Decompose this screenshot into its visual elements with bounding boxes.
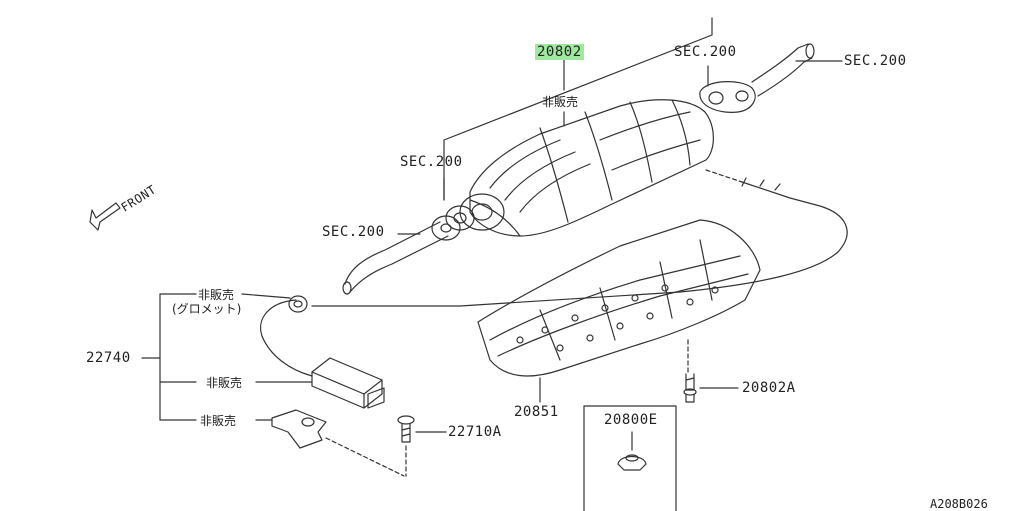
exhaust-pipe-front (342, 215, 461, 295)
part-number-22740[interactable]: 22740 (86, 350, 131, 366)
screw-22710a (397, 415, 447, 477)
part-number-20802a[interactable]: 20802A (742, 380, 796, 396)
part-number-22710a[interactable]: 22710A (448, 424, 502, 440)
heat-insulator (477, 219, 761, 377)
outlet-gasket (699, 81, 756, 113)
not-sold-label-grommet: 非販売 (198, 288, 235, 302)
bracket (271, 409, 405, 477)
section-ref-pipe-left[interactable]: SEC.200 (322, 224, 385, 240)
diagram-code: A208B026 (930, 497, 988, 511)
catalytic-converter (469, 99, 714, 237)
not-sold-label-top: 非販売 (542, 95, 579, 109)
part-number-20800e[interactable]: 20800E (604, 412, 658, 428)
front-arrow-icon (89, 202, 121, 231)
left-leader-lines (141, 293, 541, 421)
not-sold-label-bracket: 非販売 (200, 414, 237, 428)
assembly-bracket-lines (397, 17, 843, 235)
section-ref-top-right[interactable]: SEC.200 (844, 53, 907, 69)
clip-20800e-box (583, 405, 677, 511)
bolt-20802a (683, 339, 739, 403)
sensor-connector (311, 357, 385, 409)
exhaust-pipe-rear (751, 43, 815, 97)
not-sold-label-sensor: 非販売 (206, 376, 243, 390)
o2-sensor-harness (260, 169, 848, 377)
section-ref-mid[interactable]: SEC.200 (400, 154, 463, 170)
part-number-20851[interactable]: 20851 (514, 404, 559, 420)
section-ref-top-left[interactable]: SEC.200 (674, 44, 737, 60)
part-number-20802[interactable]: 20802 (535, 44, 584, 60)
grommet-label: (グロメット) (172, 302, 242, 316)
